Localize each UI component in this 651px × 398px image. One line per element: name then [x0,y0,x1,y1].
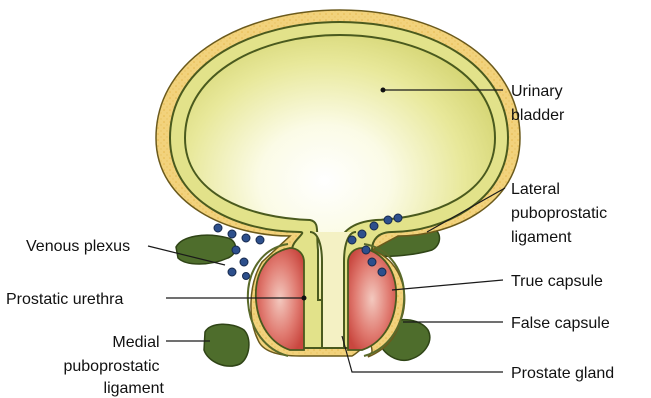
label-true-capsule: True capsule [511,273,603,290]
leader-true-capsule [392,280,503,290]
label-prostate-gland: Prostate gland [511,365,614,382]
label-lateral-puboprostatic-ligament: Lateral puboprostatic ligament [511,181,612,246]
label-medial-puboprostatic-ligament: Medial puboprostatic ligament [63,334,164,397]
label-false-capsule: False capsule [511,315,610,332]
label-prostatic-urethra: Prostatic urethra [6,291,123,308]
label-urinary-bladder: Urinary bladder [511,83,567,124]
medial-puboprostatic-ligament-left [204,324,249,366]
label-venous-plexus: Venous plexus [26,238,130,255]
